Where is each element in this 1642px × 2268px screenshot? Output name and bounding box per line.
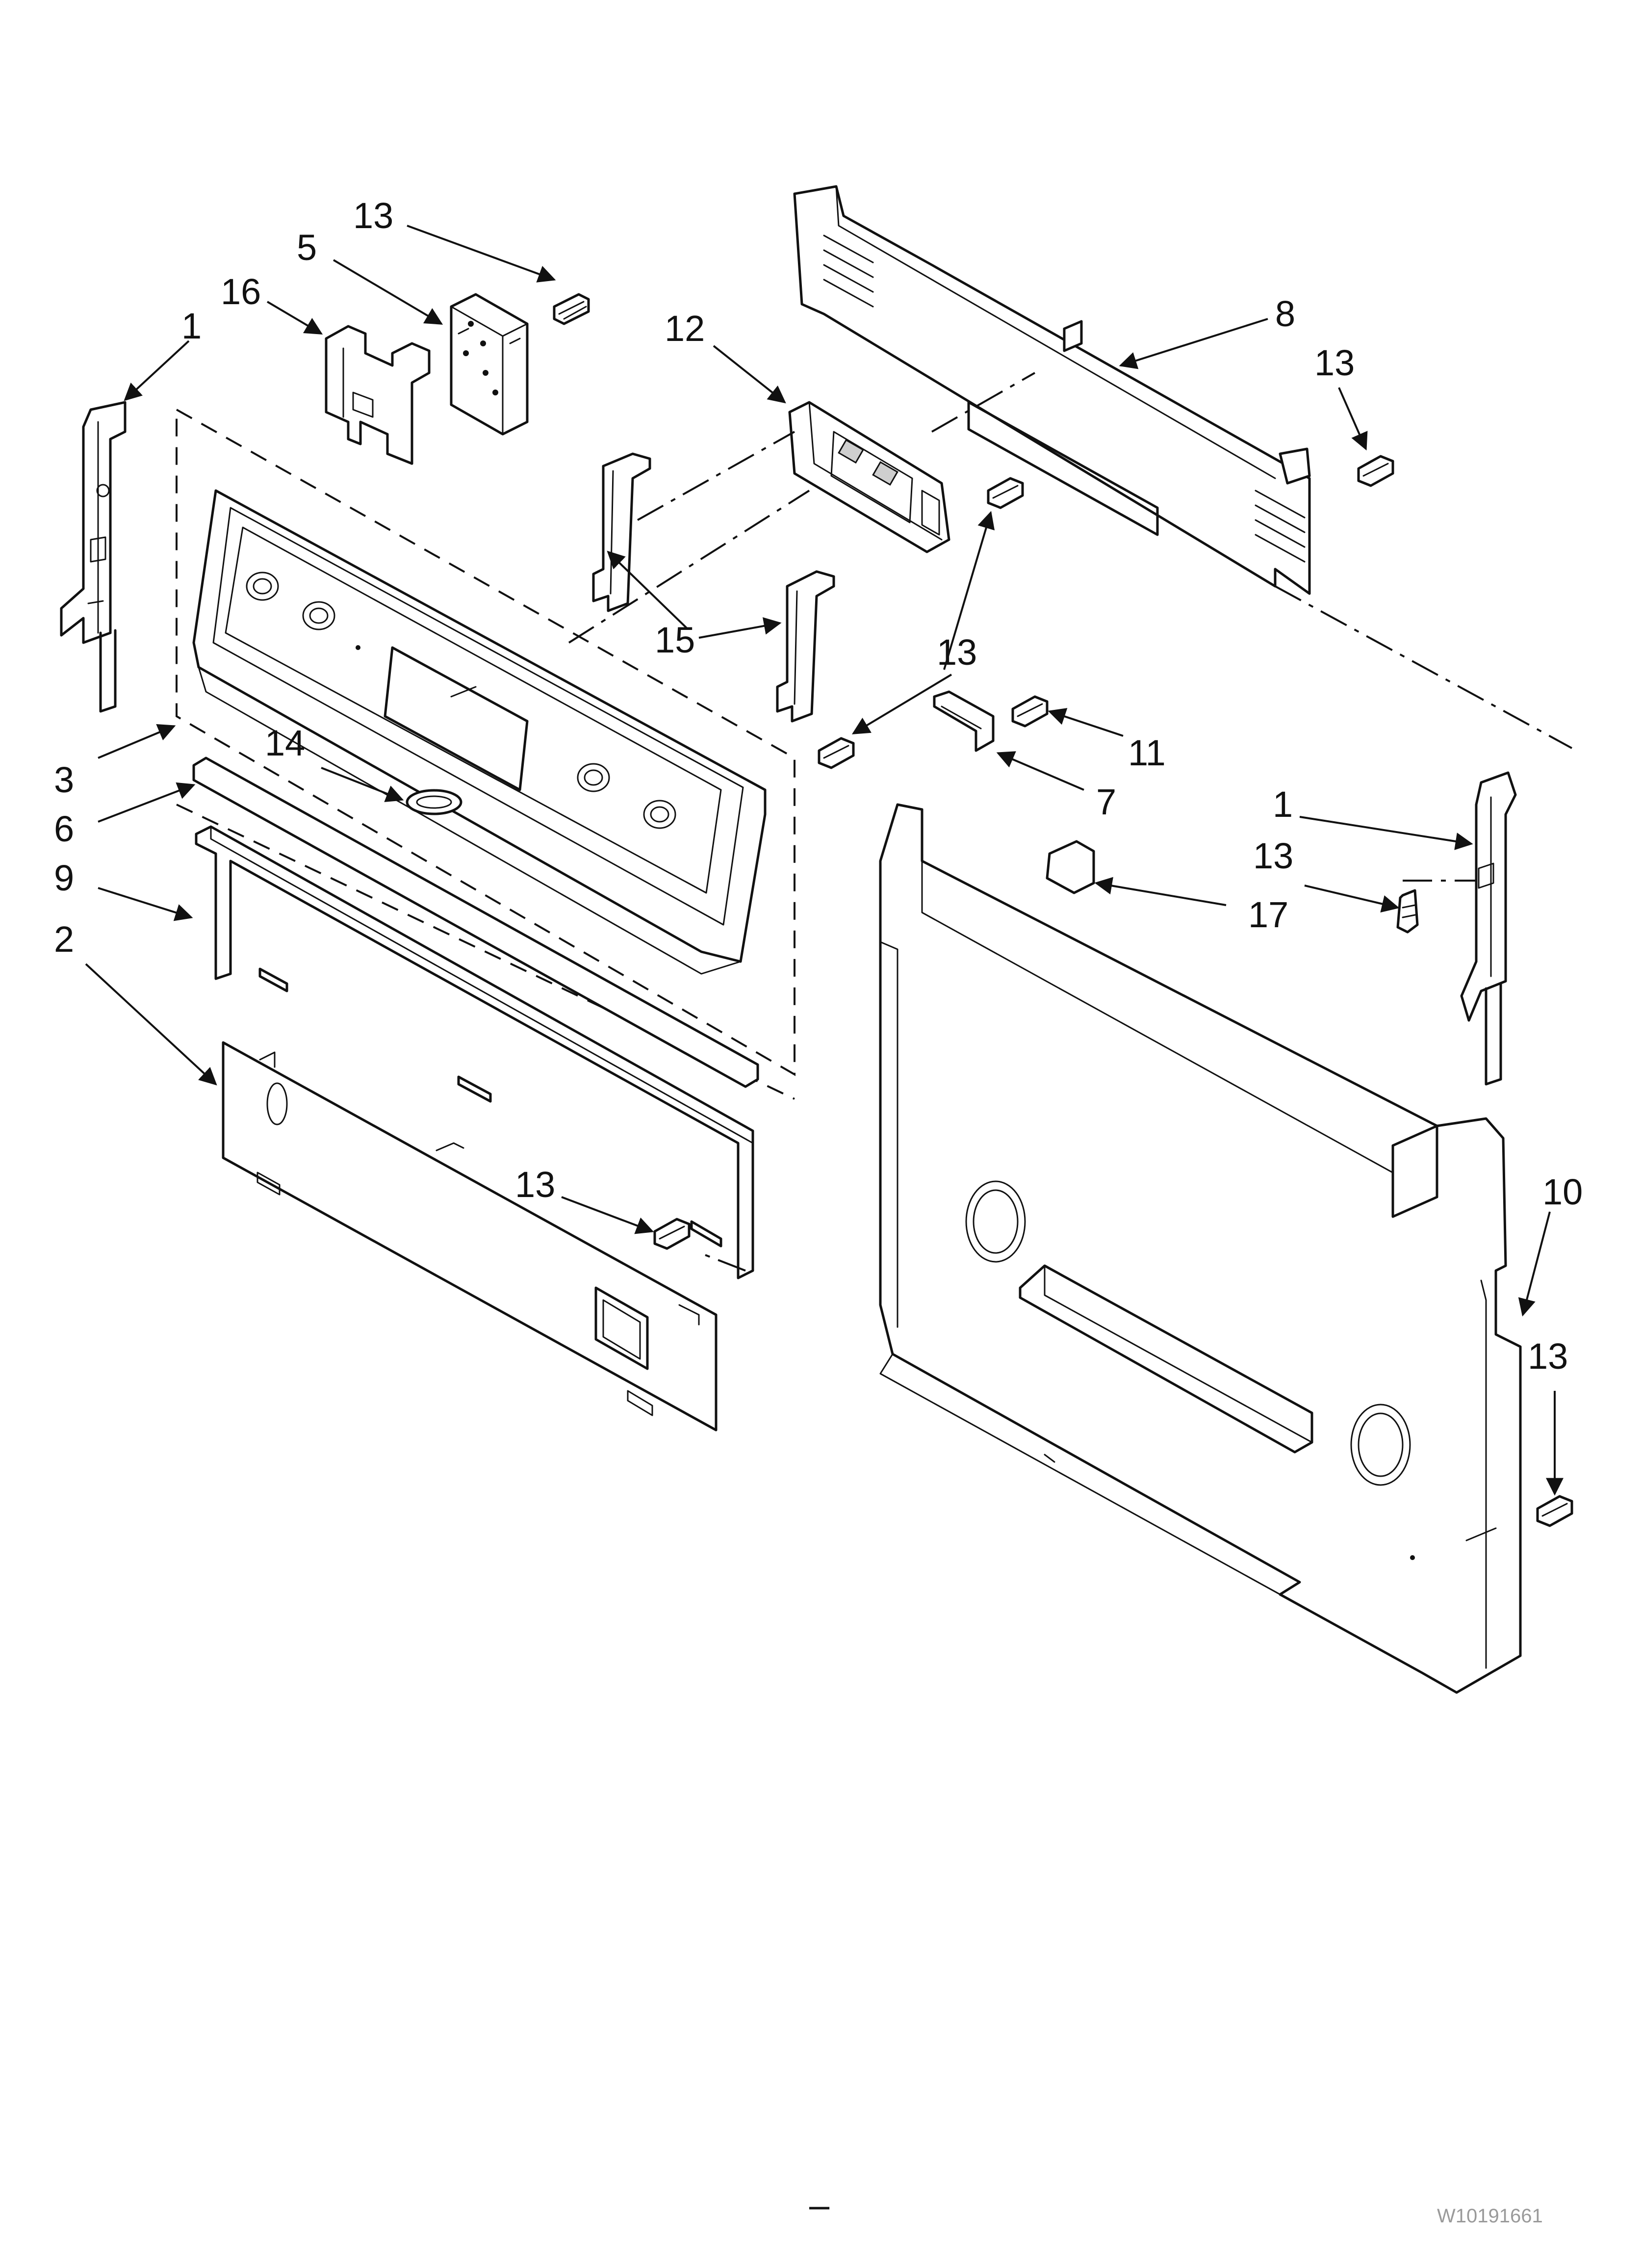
callout-13-lower-right: 13 <box>1528 1336 1568 1377</box>
callout-13-center: 13 <box>937 632 977 673</box>
screw-module <box>987 477 1024 509</box>
callout-9: 9 <box>54 858 74 898</box>
callout-3: 3 <box>54 759 74 800</box>
end-bracket-right <box>1460 771 1517 1086</box>
vent-slots-right <box>1255 490 1306 563</box>
rear-control-panel-bracket <box>793 185 1311 595</box>
main-back-panel <box>879 803 1522 1694</box>
display-bracket-upper <box>592 452 651 612</box>
callout-11: 11 <box>1128 732 1166 773</box>
callout-15: 15 <box>655 620 695 660</box>
callout-10: 10 <box>1542 1172 1583 1212</box>
callout-14: 14 <box>265 723 305 763</box>
callout-13-right-top: 13 <box>1314 342 1355 383</box>
spring-clip <box>933 690 995 752</box>
rear-channel <box>195 825 754 1279</box>
callout-8: 8 <box>1275 293 1295 334</box>
lower-access-panel <box>222 1041 718 1432</box>
screw-right-bracket <box>1396 889 1419 934</box>
callout-2: 2 <box>54 919 74 960</box>
screw-clip <box>1011 695 1049 728</box>
callout-13-top: 13 <box>353 195 393 236</box>
callout-7: 7 <box>1096 782 1116 822</box>
callout-16: 16 <box>221 271 261 312</box>
callout-1-left: 1 <box>181 306 202 346</box>
circuit-board <box>450 293 529 436</box>
display-bracket-lower <box>776 570 835 723</box>
logo-badge <box>406 789 462 815</box>
trim-strip <box>192 756 759 1088</box>
switch-clip <box>325 325 431 465</box>
control-panel-console <box>192 489 767 975</box>
drawing-code: W10191661 <box>1437 2205 1543 2227</box>
footer-dash-mark: – <box>809 2185 830 2225</box>
screw-lower-panel <box>653 1218 691 1250</box>
screw-center <box>818 737 855 769</box>
callout-5: 5 <box>297 227 317 268</box>
assembly-lines-dashdot <box>568 372 1572 1272</box>
screw-rear-bracket <box>1357 455 1394 487</box>
callout-6: 6 <box>54 808 74 849</box>
screw-back-panel <box>1536 1495 1573 1527</box>
vent-slots-left <box>823 235 874 308</box>
footer: – W10191661 <box>809 2185 1543 2227</box>
callout-13-right-bracket: 13 <box>1253 835 1293 876</box>
callout-13-lower-left: 13 <box>515 1164 555 1205</box>
callout-1-right: 1 <box>1273 784 1293 825</box>
callout-labels: 13 5 16 1 12 8 13 15 13 11 7 3 14 6 9 2 … <box>54 195 1583 1377</box>
leader-lines <box>85 225 1564 1496</box>
screw-top-board <box>553 293 590 325</box>
callout-17: 17 <box>1248 894 1288 935</box>
end-bracket-left <box>60 401 127 713</box>
electronic-control-module <box>788 401 950 553</box>
callout-12: 12 <box>665 308 705 349</box>
